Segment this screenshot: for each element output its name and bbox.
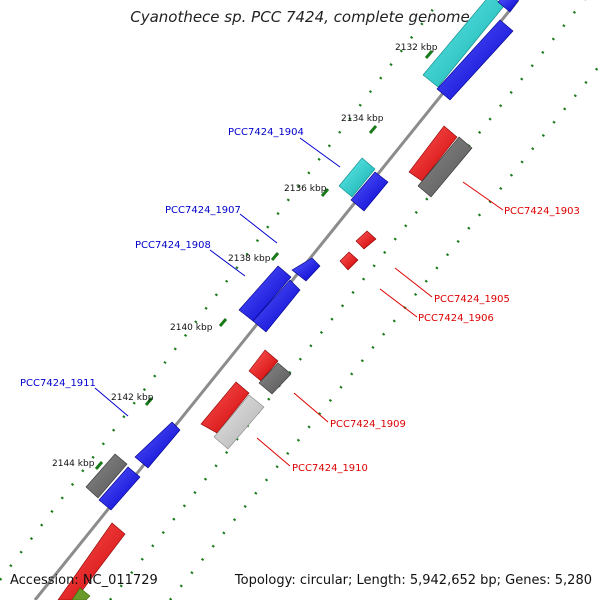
tick-label-2132: 2132 kbp (395, 43, 438, 53)
tick-label-2136: 2136 kbp (284, 184, 327, 194)
genome-summary-text: Topology: circular; Length: 5,942,652 bp… (234, 573, 592, 588)
gene-red-bottom[interactable] (57, 522, 126, 600)
accession-text: Accession: NC_011729 (10, 573, 158, 588)
inner-dotted-track-1 (169, 64, 600, 600)
forward-leaders (94, 137, 341, 417)
gene-blue-1904b[interactable] (350, 171, 389, 212)
gene-pcc7424-1904[interactable] (338, 157, 376, 198)
gene-pcc7424-1905[interactable] (355, 230, 377, 250)
label-pcc7424-1904[interactable]: PCC7424_1904 (228, 127, 304, 138)
label-pcc7424-1905[interactable]: PCC7424_1905 (434, 294, 510, 305)
tick-label-2144: 2144 kbp (52, 459, 95, 469)
gene-pcc7424-1909[interactable] (258, 362, 292, 395)
inner-dotted-track-2 (0, 0, 441, 581)
tick-label-2142: 2142 kbp (111, 393, 154, 403)
gene-blue-top-1[interactable] (436, 19, 514, 101)
tick-label-2134: 2134 kbp (341, 114, 384, 124)
tick-label-2138: 2138 kbp (228, 254, 271, 264)
label-pcc7424-1910[interactable]: PCC7424_1910 (292, 463, 368, 474)
label-pcc7424-1911[interactable]: PCC7424_1911 (20, 378, 96, 389)
outer-dotted-track (109, 0, 586, 600)
gene-grey-bottom[interactable] (85, 453, 128, 499)
label-pcc7424-1909[interactable]: PCC7424_1909 (330, 419, 406, 430)
label-pcc7424-1906[interactable]: PCC7424_1906 (418, 313, 494, 324)
gene-pcc7424-1906[interactable] (339, 251, 359, 271)
label-pcc7424-1903[interactable]: PCC7424_1903 (504, 206, 580, 217)
tick-label-2140: 2140 kbp (170, 323, 213, 333)
gene-green-bottom[interactable] (71, 587, 91, 600)
gene-blue-top-2[interactable] (497, 0, 520, 13)
reverse-leaders (256, 181, 504, 467)
gene-blue-1908b[interactable] (252, 279, 301, 333)
gene-pcc7424-1910[interactable] (213, 394, 265, 450)
label-pcc7424-1908[interactable]: PCC7424_1908 (135, 240, 211, 251)
label-pcc7424-1907[interactable]: PCC7424_1907 (165, 205, 241, 216)
gene-pcc7424-1903[interactable] (417, 136, 473, 198)
gene-blue-bottom[interactable] (98, 466, 141, 511)
gene-pcc7424-1911[interactable] (134, 421, 181, 469)
gene-pcc7424-1907[interactable] (291, 257, 321, 282)
tick-marks (94, 50, 434, 470)
map-title: Cyanothece sp. PCC 7424, complete genome (130, 8, 470, 26)
